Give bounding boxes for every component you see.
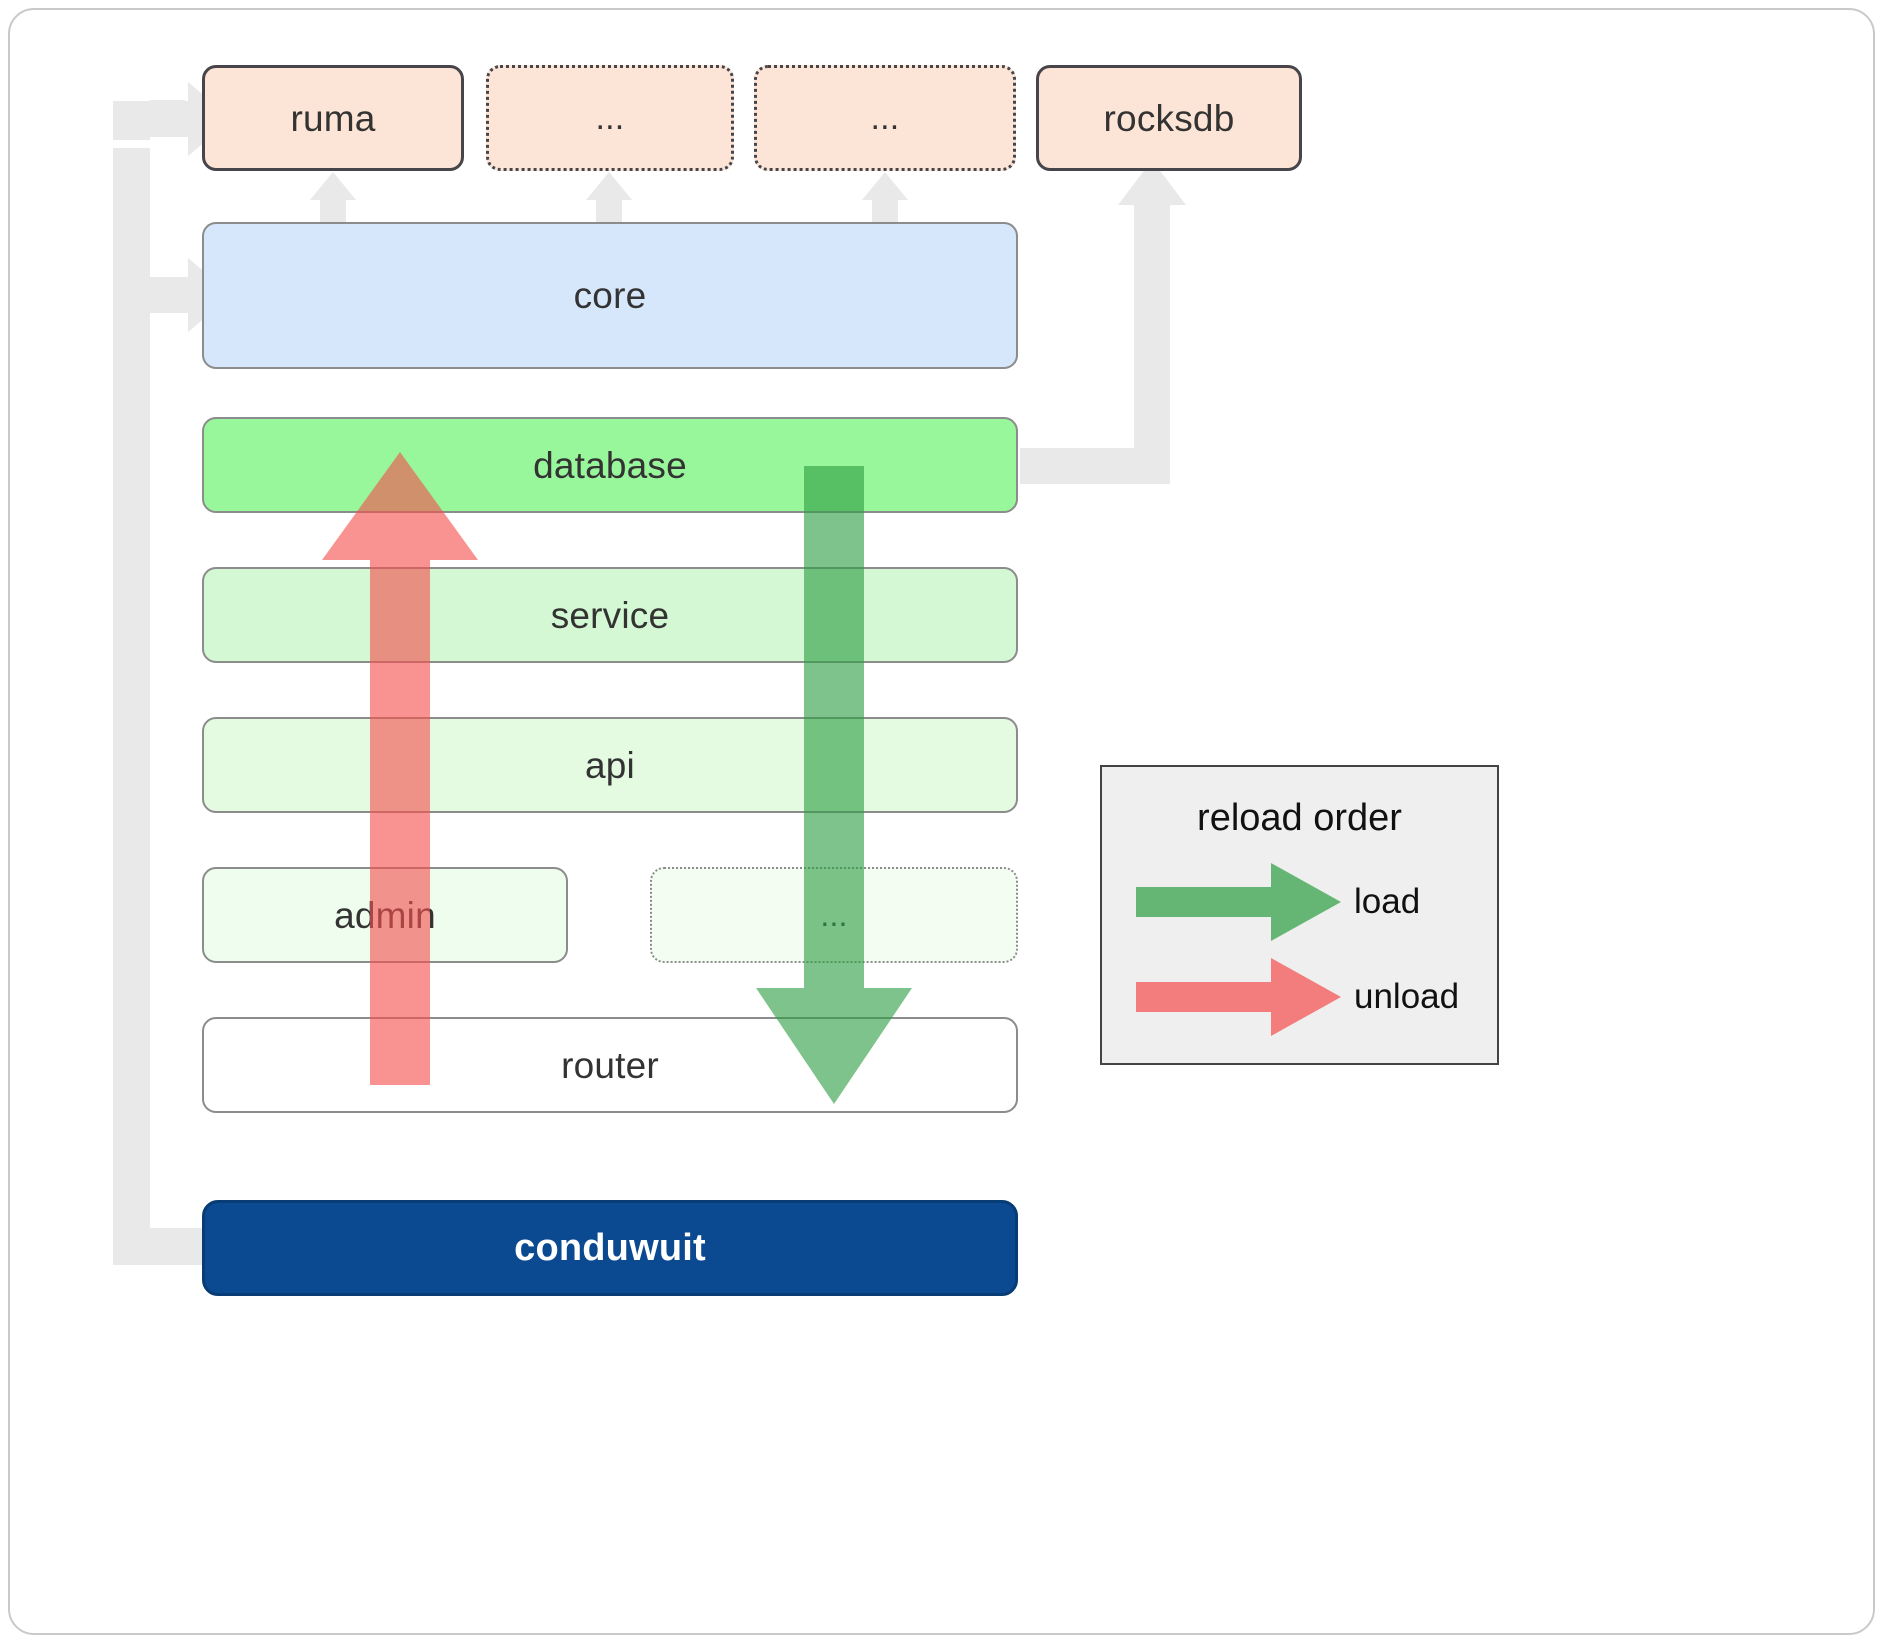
external-label-ellipsis-2: ... <box>870 99 900 137</box>
legend-label-load: load <box>1354 882 1421 921</box>
external-label-rocksdb: rocksdb <box>1103 97 1235 139</box>
layer-label-router: router <box>561 1044 659 1086</box>
layer-label-ellipsis: ... <box>820 897 848 933</box>
legend-label-unload: unload <box>1354 977 1460 1016</box>
legend-row-unload: unload <box>1102 958 1497 1036</box>
root-box-conduwuit[interactable]: conduwuit <box>202 1200 1018 1296</box>
legend-load-arrow-icon <box>1136 863 1341 941</box>
layer-box-core[interactable]: core <box>202 222 1018 369</box>
external-box-ellipsis-1[interactable]: ... <box>486 65 734 171</box>
layer-label-core: core <box>573 275 647 316</box>
external-box-ellipsis-2[interactable]: ... <box>754 65 1016 171</box>
layer-box-admin[interactable]: admin <box>202 867 568 963</box>
legend-title: reload order <box>1197 797 1402 839</box>
layer-label-api: api <box>585 744 635 786</box>
layer-box-service[interactable]: service <box>202 567 1018 663</box>
legend-unload-arrow-icon <box>1136 958 1341 1036</box>
external-box-ruma[interactable]: ruma <box>202 65 464 171</box>
external-label-ellipsis-1: ... <box>595 99 625 137</box>
layer-box-ellipsis[interactable]: ... <box>650 867 1018 963</box>
external-box-rocksdb[interactable]: rocksdb <box>1036 65 1302 171</box>
layer-box-database[interactable]: database <box>202 417 1018 513</box>
layer-label-service: service <box>550 594 670 636</box>
layer-label-database: database <box>533 444 687 486</box>
layer-box-router[interactable]: router <box>202 1017 1018 1113</box>
external-label-ruma: ruma <box>290 97 376 139</box>
legend-row-load: load <box>1102 863 1497 941</box>
root-label-conduwuit: conduwuit <box>514 1227 706 1269</box>
layer-label-admin: admin <box>334 894 436 936</box>
layer-box-api[interactable]: api <box>202 717 1018 813</box>
legend-panel: reload order load unload <box>1100 765 1499 1065</box>
